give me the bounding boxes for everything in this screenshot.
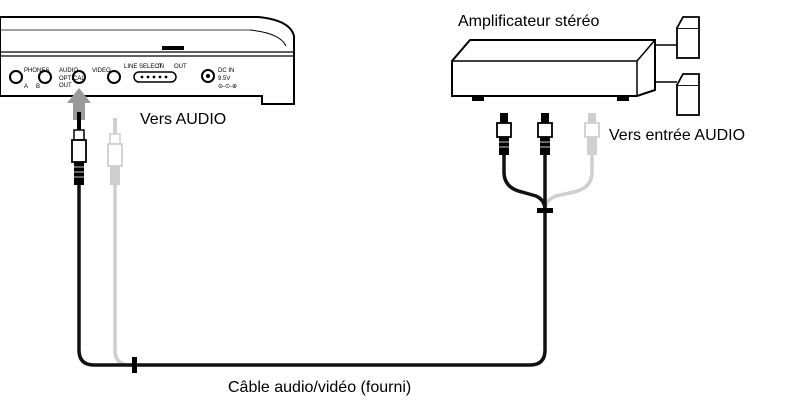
cable-label: Câble audio/vidéo (fourni) — [228, 379, 411, 396]
cable-tie-right — [537, 208, 553, 213]
dc-in-label: DC IN — [218, 68, 234, 74]
phones-jack-a — [9, 70, 23, 84]
speaker-top — [655, 16, 700, 59]
stereo-amplifier — [451, 39, 656, 101]
phones-label: PHONES — [24, 68, 49, 74]
rca-plug-black — [496, 113, 512, 155]
line-select-label: LINE SELECT — [124, 64, 163, 70]
in-label: IN — [158, 64, 164, 70]
av-cable — [77, 153, 594, 367]
phones-b-label: B — [36, 84, 40, 90]
phones-jack-b — [38, 70, 52, 84]
video-label: VIDEO — [92, 68, 111, 74]
to-audio-input-label: Vers entrée AUDIO — [609, 127, 745, 144]
phones-a-label: A — [24, 84, 28, 90]
mini-plug-audio — [71, 112, 87, 185]
rca-plug-white — [537, 113, 553, 155]
polarity-symbol: ⊖-⊙-⊕ — [218, 84, 237, 90]
mini-plug-video — [107, 118, 123, 185]
audio-out-jack — [72, 70, 86, 84]
optical-label: OPTICAL — [59, 76, 85, 82]
arrow-icon — [67, 88, 91, 120]
out-label: OUT — [59, 83, 72, 89]
voltage-label: 9.5V — [218, 76, 230, 82]
to-audio-label: Vers AUDIO — [140, 111, 226, 128]
speaker-bottom — [655, 73, 700, 116]
amplifier-label: Amplificateur stéréo — [458, 13, 599, 30]
out-switch-label: OUT — [174, 64, 187, 70]
rca-plug-grey — [584, 113, 600, 155]
audio-label: AUDIO — [59, 68, 78, 74]
cable-tie-bottom — [132, 357, 137, 373]
portable-player: PHONES A B AUDIO OPTICAL OUT VIDEO LINE … — [0, 16, 295, 105]
video-jack — [107, 70, 121, 84]
